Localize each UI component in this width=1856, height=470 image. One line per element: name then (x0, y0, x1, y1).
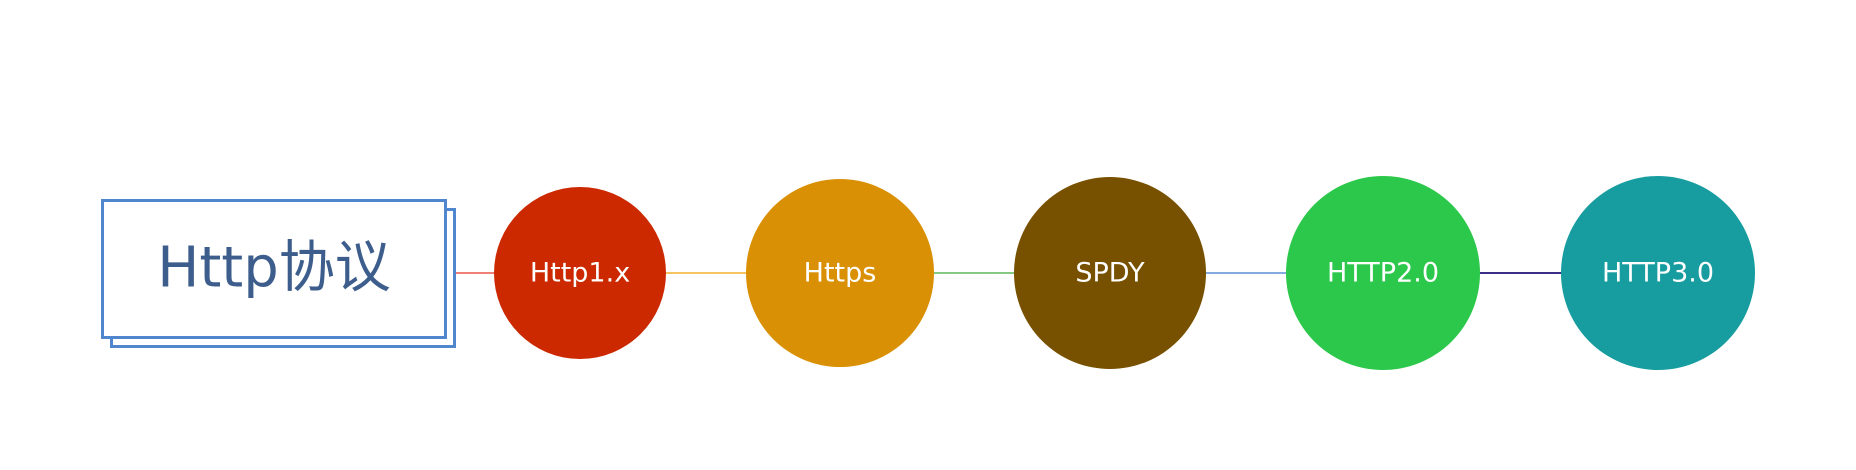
node-http20-label: HTTP2.0 (1327, 258, 1439, 289)
node-spdy: SPDY (1014, 177, 1206, 369)
node-http30-circle (1561, 176, 1755, 370)
node-https-label: Https (804, 258, 877, 289)
node-spdy-label: SPDY (1075, 258, 1145, 289)
title-box-frame (101, 199, 447, 339)
node-spdy-circle (1014, 177, 1206, 369)
node-http30: HTTP3.0 (1561, 176, 1755, 370)
title-box: Http协议 (101, 199, 456, 348)
node-http1x-label: Http1.x (530, 258, 630, 289)
node-http30-label: HTTP3.0 (1602, 258, 1714, 289)
node-https: Https (746, 179, 934, 367)
diagram-title: Http协议 (157, 236, 391, 301)
node-http20-circle (1286, 176, 1480, 370)
node-http1x-circle (494, 187, 666, 359)
node-http1x: Http1.x (494, 187, 666, 359)
node-http20: HTTP2.0 (1286, 176, 1480, 370)
node-https-circle (746, 179, 934, 367)
